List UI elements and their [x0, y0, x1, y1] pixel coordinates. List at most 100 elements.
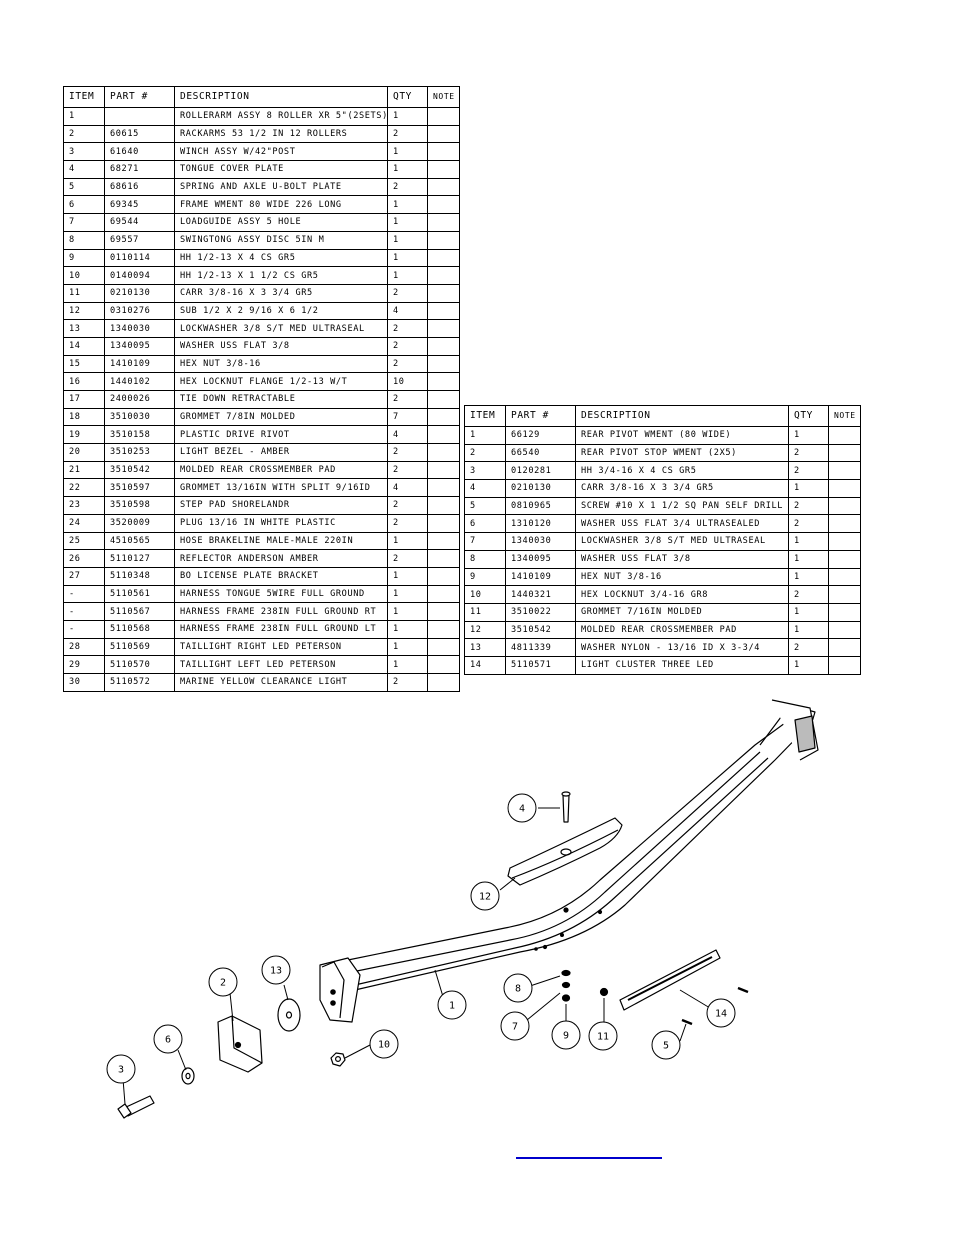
crossmember-pad: [507, 817, 623, 886]
balloon-label: 13: [270, 966, 282, 977]
cell-item: 26: [63, 549, 105, 568]
header-item: ITEM: [63, 86, 105, 108]
cell-description: GROMMET 7/16IN MOLDED: [575, 602, 789, 622]
cell-qty: 1: [387, 142, 428, 162]
cell-part-number: 0810965: [505, 496, 576, 516]
cell-item: 13: [63, 319, 105, 338]
cell-item: 16: [63, 372, 105, 391]
cell-description: BO LICENSE PLATE BRACKET: [174, 566, 388, 586]
cell-note: [828, 479, 861, 498]
cell-description: MARINE YELLOW CLEARANCE LIGHT: [174, 673, 388, 692]
cell-description: TAILLIGHT RIGHT LED PETERSON: [174, 637, 388, 657]
cell-item: 9: [63, 248, 105, 268]
cell-note: [427, 195, 460, 215]
cell-item: 3: [464, 461, 506, 481]
cell-note: [427, 319, 460, 338]
lockwasher: [561, 981, 571, 989]
cell-description: HEX NUT 3/8-16: [575, 567, 789, 587]
cell-qty: 2: [788, 443, 829, 463]
cell-item: 24: [63, 513, 105, 533]
cell-description: HH 1/2-13 X 4 CS GR5: [174, 248, 388, 268]
cell-part-number: 5110561: [104, 584, 175, 604]
cell-part-number: 66540: [505, 443, 576, 463]
cell-description: REAR PIVOT STOP WMENT (2X5): [575, 443, 789, 463]
balloon-circle: [651, 1030, 681, 1060]
cell-qty: 1: [387, 266, 428, 285]
cell-description: GROMMET 13/16IN WITH SPLIT 9/16ID: [174, 478, 388, 498]
cell-part-number: 1340095: [104, 336, 175, 356]
cell-description: SWINGTONG ASSY DISC 5IN M: [174, 230, 388, 250]
balloon-circle: [208, 967, 238, 997]
cell-description: SPRING AND AXLE U-BOLT PLATE: [174, 177, 388, 197]
cell-note: [427, 266, 460, 285]
header-item: ITEM: [464, 405, 506, 427]
balloon-label: 14: [715, 1009, 727, 1020]
cell-part-number: 3510022: [505, 602, 576, 622]
balloon-circle: [261, 955, 291, 985]
cell-note: [427, 460, 460, 480]
cell-item: 10: [63, 266, 105, 285]
cell-part-number: 5110568: [104, 619, 175, 639]
cell-item: 7: [464, 532, 506, 551]
link-underline[interactable]: [516, 1157, 662, 1159]
cell-qty: 1: [387, 230, 428, 250]
cell-qty: 1: [387, 160, 428, 179]
cell-description: STEP PAD SHORELANDR: [174, 496, 388, 515]
header-qty: QTY: [788, 405, 829, 427]
balloon-circle: [369, 1029, 399, 1059]
balloon-circle: [588, 1021, 618, 1051]
cell-qty: 1: [387, 531, 428, 551]
cell-qty: 2: [788, 585, 829, 604]
cell-description: ROLLERARM ASSY 8 ROLLER XR 5"(2SETS): [174, 107, 388, 126]
cell-note: [427, 443, 460, 462]
cell-qty: 1: [387, 213, 428, 232]
header-note: NOTE: [427, 86, 460, 108]
cell-description: REAR PIVOT WMENT (80 WIDE): [575, 426, 789, 445]
cell-description: HEX LOCKNUT 3/4-16 GR8: [575, 585, 789, 604]
flat-washer-3-4: [181, 1067, 195, 1085]
cell-item: -: [63, 619, 105, 639]
cell-part-number: 4811339: [505, 638, 576, 657]
cell-note: [427, 283, 460, 303]
cell-description: WASHER NYLON - 13/16 ID X 3-3/4: [575, 638, 789, 657]
cell-note: [427, 177, 460, 197]
cell-qty: 1: [788, 532, 829, 551]
cell-description: FRAME WMENT 80 WIDE 226 LONG: [174, 195, 388, 215]
cell-part-number: 5110571: [505, 655, 576, 675]
cell-description: MOLDED REAR CROSSMEMBER PAD: [174, 460, 388, 480]
header-description: DESCRIPTION: [575, 405, 789, 427]
cell-qty: 2: [387, 673, 428, 692]
cell-note: [427, 513, 460, 533]
cell-qty: 1: [387, 602, 428, 621]
cell-part-number: 69544: [104, 213, 175, 232]
cell-part-number: 1410109: [104, 354, 175, 374]
cell-qty: 1: [387, 107, 428, 126]
cell-item: 8: [63, 230, 105, 250]
cell-qty: 2: [387, 124, 428, 144]
cell-qty: 2: [387, 549, 428, 568]
cell-item: -: [63, 584, 105, 604]
cell-part-number: 0210130: [505, 479, 576, 498]
cell-qty: 1: [788, 655, 829, 675]
cell-qty: 2: [788, 461, 829, 481]
